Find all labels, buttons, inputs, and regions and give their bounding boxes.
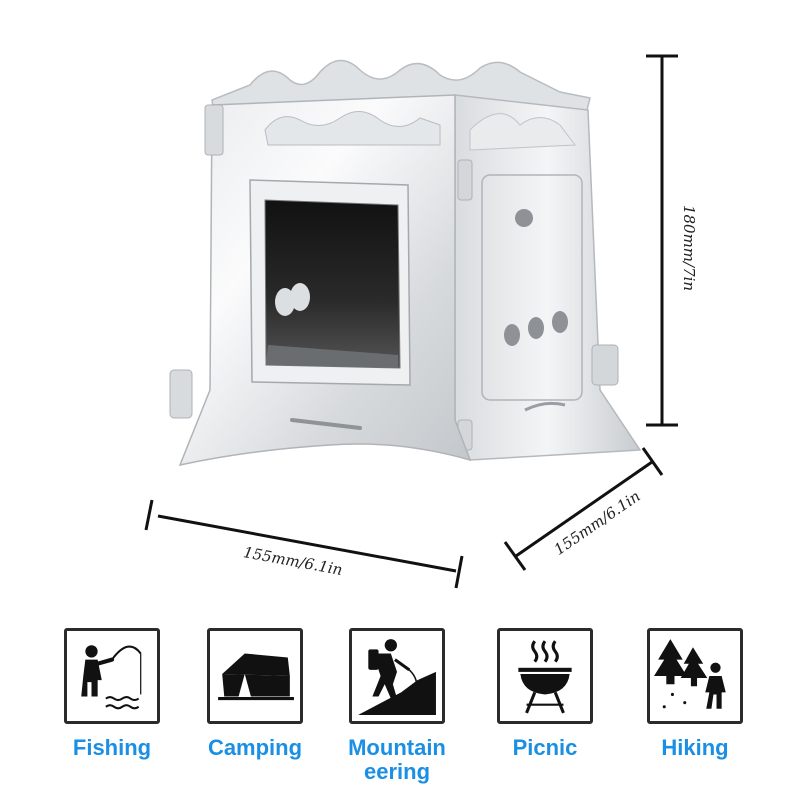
activity-label-hiking: Hiking bbox=[661, 735, 729, 760]
activity-picnic: Picnic bbox=[490, 628, 600, 760]
bbq-grill-icon bbox=[518, 640, 572, 714]
height-label: 180mm/7in bbox=[680, 205, 698, 291]
stove-front-panel bbox=[169, 94, 472, 467]
height-dimension: 180mm/7in bbox=[646, 54, 698, 427]
activity-label-picnic: Picnic bbox=[512, 735, 578, 760]
bbq-grill-icon-frame bbox=[497, 628, 593, 724]
activity-hiking: Hiking bbox=[640, 628, 750, 760]
mountaineering-icon bbox=[358, 639, 436, 715]
activity-icons-row: Fishing Camping Mountain ee bbox=[0, 628, 800, 800]
activity-label-mountaineering-line1: Mountain bbox=[348, 735, 446, 760]
activity-camping: Camping bbox=[200, 628, 310, 760]
activity-fishing: Fishing bbox=[57, 628, 167, 760]
tent-icon-frame bbox=[207, 628, 303, 724]
activity-label-mountaineering: Mountain eering bbox=[342, 736, 452, 784]
activity-label-camping: Camping bbox=[207, 735, 303, 760]
hiking-icon-frame bbox=[647, 628, 743, 724]
hiking-icon bbox=[654, 639, 726, 709]
width-dimension: 155mm/6.1in bbox=[144, 499, 464, 589]
fishing-icon bbox=[81, 645, 142, 710]
stove-side-panel bbox=[454, 94, 642, 461]
mountaineering-icon-frame bbox=[349, 628, 445, 724]
stove-product-image: 180mm/7in 155mm/6.1in 155mm/6.1in bbox=[144, 54, 698, 589]
activity-label-fishing: Fishing bbox=[72, 735, 152, 760]
fishing-icon-frame bbox=[64, 628, 160, 724]
tent-icon bbox=[218, 653, 294, 701]
activity-mountaineering: Mountain eering bbox=[342, 628, 452, 784]
depth-dimension: 155mm/6.1in bbox=[503, 447, 664, 571]
activity-label-mountaineering-line2: eering bbox=[363, 759, 431, 784]
